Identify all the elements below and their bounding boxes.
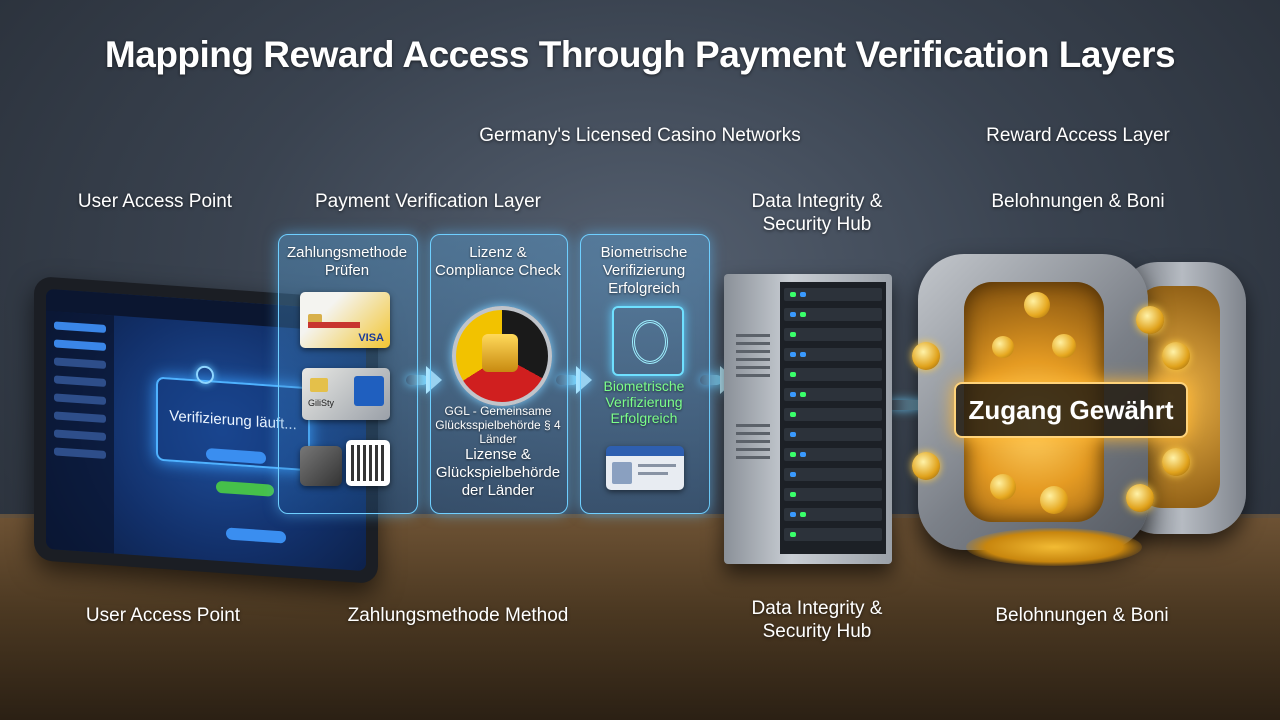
label-rewards-top: Belohnungen & Boni	[991, 191, 1165, 212]
coin-pile	[966, 528, 1142, 566]
panel-biometric-title: Biometrische Verifizierung Erfolgreich	[600, 244, 688, 297]
label-reward-access-layer: Reward Access Layer	[986, 125, 1170, 146]
label-rewards-bottom: Belohnungen & Boni	[995, 605, 1169, 626]
fingerprint-icon	[196, 365, 214, 385]
server-front	[780, 282, 886, 554]
vault-bolt-icon	[912, 342, 940, 370]
table-edge	[0, 514, 1280, 520]
gold-coin	[1052, 334, 1076, 358]
vault-bolt-icon	[912, 452, 940, 480]
tablet-button-green[interactable]	[216, 480, 274, 497]
license-seal	[452, 306, 552, 406]
vault-bolt-icon	[1162, 342, 1190, 370]
label-user-access-point-top: User Access Point	[77, 191, 233, 212]
license-footer: Lizense & Glückspielbehörde der Länder	[435, 446, 561, 499]
page-title: Mapping Reward Access Through Payment Ve…	[104, 34, 1176, 75]
license-seal-text: GGL - Gemeinsame Glücksspielbehörde § 4 …	[435, 404, 561, 446]
credit-card: VISA	[300, 292, 390, 348]
gold-coin	[1040, 486, 1068, 514]
label-licensed-networks: Germany's Licensed Casino Networks	[479, 125, 801, 146]
wallet-brand-label: GiliSty	[308, 398, 335, 408]
vault-bolt-icon	[1162, 448, 1190, 476]
fingerprint-scanner	[612, 306, 684, 376]
biometric-status: Biometrische Verifizierung Erfolgreich	[603, 378, 685, 426]
label-data-hub-top: Data Integrity & Security Hub	[751, 191, 883, 235]
fingerprint-icon	[632, 320, 668, 364]
padlock-icon	[482, 334, 518, 372]
vault-bolt-icon	[1126, 484, 1154, 512]
id-card-icon	[606, 446, 684, 490]
gold-coin	[990, 474, 1016, 500]
gold-coin	[1024, 292, 1050, 318]
brand-icon	[354, 376, 384, 406]
tablet-button-confirm[interactable]	[226, 527, 286, 544]
flow-arrow-3	[700, 375, 722, 385]
wallet-icon	[300, 446, 342, 486]
qr-code-icon	[346, 440, 390, 486]
label-data-hub-bottom: Data Integrity & Security Hub	[751, 598, 883, 642]
label-user-access-point-bottom: User Access Point	[85, 605, 241, 626]
gold-coin	[992, 336, 1014, 358]
tablet-sidebar	[46, 310, 114, 554]
visa-logo: VISA	[358, 332, 384, 344]
flow-arrow-4	[888, 400, 940, 410]
panel-license-title: Lizenz & Compliance Check	[435, 244, 561, 279]
flow-arrow-1	[406, 375, 428, 385]
payment-card-2: GiliSty	[302, 368, 390, 420]
label-payment-verification-layer: Payment Verification Layer	[314, 191, 541, 212]
panel-payment-title: Zahlungsmethode Prüfen	[286, 244, 408, 279]
label-payment-method-bottom: Zahlungsmethode Method	[347, 605, 569, 626]
vault-bolt-icon	[1136, 306, 1164, 334]
access-granted-badge: Zugang Gewährt	[954, 382, 1188, 438]
server-rack	[724, 274, 892, 564]
